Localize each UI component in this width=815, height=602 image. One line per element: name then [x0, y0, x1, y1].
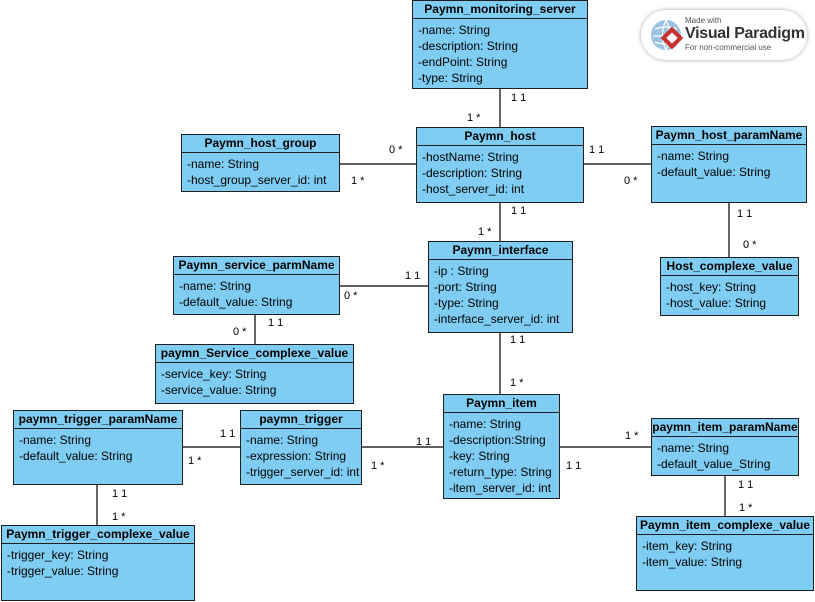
multiplicity-label: 1 * [351, 175, 365, 187]
multiplicity-label: 1 1 [511, 205, 527, 217]
class-trigger-paramname[interactable]: paymn_trigger_paramName -name: String -d… [13, 410, 183, 485]
attribute: -trigger_server_id: int [246, 465, 360, 479]
class-name: Paymn_host_group [182, 135, 339, 153]
attribute: -default_value: String [19, 449, 133, 463]
attribute: -service_value: String [161, 383, 277, 397]
multiplicity-label: 1 1 [737, 208, 753, 220]
attribute: -name: String [246, 433, 319, 447]
attribute: -host_value: String [666, 296, 767, 310]
multiplicity-label: 1 1 [589, 144, 605, 156]
class-host-group[interactable]: Paymn_host_group -name: String -host_gro… [181, 134, 340, 192]
multiplicity-label: 1 1 [510, 334, 526, 346]
multiplicity-label: 1 * [467, 112, 481, 124]
attribute: -trigger_value: String [7, 564, 119, 578]
class-trigger[interactable]: paymn_trigger -name: String -expression:… [240, 410, 362, 485]
attribute: -host_server_id: int [422, 182, 525, 196]
multiplicity-label: 1 * [478, 226, 492, 238]
multiplicity-label: 1 1 [220, 428, 236, 440]
multiplicity-label: 1 1 [112, 488, 128, 500]
class-monitoring-server[interactable]: Paymn_monitoring_server -name: String -d… [412, 0, 588, 89]
attribute: -return_type: String [449, 465, 552, 479]
multiplicity-label: 1 1 [511, 92, 527, 104]
attribute: -name: String [179, 279, 252, 293]
attribute: -name: String [19, 433, 92, 447]
class-name: Paymn_interface [429, 242, 572, 260]
multiplicity-label: 1 1 [566, 460, 582, 472]
visual-paradigm-watermark: Made with Visual Paradigm For non-commer… [641, 10, 807, 60]
class-name: paymn_Service_complexe_value [156, 345, 353, 363]
attribute: -default_value: String [179, 295, 293, 309]
visual-paradigm-logo-icon [651, 19, 684, 51]
multiplicity-label: 0 * [233, 326, 247, 338]
multiplicity-label: 1 * [188, 455, 202, 467]
class-interface[interactable]: Paymn_interface -ip : String -port: Stri… [428, 241, 573, 333]
attribute: -name: String [187, 157, 260, 171]
attribute: -item_key: String [642, 539, 733, 553]
class-service-complexe-value[interactable]: paymn_Service_complexe_value -service_ke… [155, 344, 354, 404]
multiplicity-label: 0 * [624, 175, 638, 187]
attribute: -name: String [657, 149, 730, 163]
multiplicity-label: 1 * [739, 502, 753, 514]
multiplicity-label: 1 1 [405, 270, 421, 282]
attribute: -name: String [449, 417, 522, 431]
multiplicity-label: 0 * [389, 144, 403, 156]
attribute: -hostName: String [422, 150, 519, 164]
multiplicity-label: 1 1 [268, 317, 284, 329]
multiplicity-label: 1 * [510, 377, 524, 389]
class-name: Paymn_host [417, 128, 583, 146]
class-name: Paymn_host_paramName [652, 127, 806, 145]
attribute: -description: String [422, 166, 523, 180]
attribute: -type: String [434, 296, 499, 310]
attribute: -default_value: String [657, 165, 771, 179]
attribute: -host_group_server_id: int [187, 173, 327, 187]
class-item[interactable]: Paymn_item -name: String -description:St… [443, 394, 560, 499]
class-name: Paymn_item [444, 395, 559, 413]
class-service-parmname[interactable]: Paymn_service_parmName -name: String -de… [173, 256, 340, 315]
class-host-paramname[interactable]: Paymn_host_paramName -name: String -defa… [651, 126, 807, 203]
attribute: -port: String [434, 280, 497, 294]
class-name: Host_complexe_value [661, 258, 798, 276]
attribute: -expression: String [246, 449, 347, 463]
attribute: -host_key: String [666, 280, 757, 294]
class-name: paymn_trigger_paramName [14, 411, 182, 429]
class-name: Paymn_item_complexe_value [637, 517, 813, 535]
class-name: Paymn_monitoring_server [413, 1, 587, 19]
class-name: paymn_trigger [241, 411, 361, 429]
class-name: Paymn_service_parmName [174, 257, 339, 275]
multiplicity-label: 1 1 [738, 479, 754, 491]
class-item-paramname[interactable]: paymn_item_paramName -name: String -defa… [651, 418, 799, 476]
class-trigger-complexe-value[interactable]: Paymn_trigger_complexe_value -trigger_ke… [1, 525, 195, 601]
class-name: Paymn_trigger_complexe_value [2, 526, 194, 544]
multiplicity-label: 1 1 [416, 436, 432, 448]
attribute: -name: String [657, 441, 730, 455]
attribute: -item_value: String [642, 555, 743, 569]
multiplicity-label: 0 * [344, 290, 358, 302]
multiplicity-label: 0 * [743, 239, 757, 251]
attribute: -ip : String [434, 264, 489, 278]
watermark-brand: Visual Paradigm [685, 25, 805, 42]
watermark-made-with: Made with [685, 16, 722, 25]
attribute: -type: String [418, 71, 483, 85]
attribute: -name: String [418, 23, 491, 37]
watermark-note: For non-commercial use [685, 43, 772, 52]
attribute: -endPoint: String [418, 55, 508, 69]
attribute: -description:String [449, 433, 546, 447]
attribute: -trigger_key: String [7, 548, 109, 562]
class-item-complexe-value[interactable]: Paymn_item_complexe_value -item_key: Str… [636, 516, 814, 591]
attribute: -service_key: String [161, 367, 267, 381]
class-name: paymn_item_paramName [652, 419, 798, 437]
multiplicity-label: 1 * [371, 460, 385, 472]
attribute: -key: String [449, 449, 510, 463]
attribute: -default_value_String [657, 457, 771, 471]
attribute: -item_server_id: int [449, 481, 552, 495]
attribute: -description: String [418, 39, 519, 53]
attribute: -interface_server_id: int [434, 312, 560, 326]
class-host[interactable]: Paymn_host -hostName: String -descriptio… [416, 127, 584, 203]
multiplicity-label: 1 * [112, 511, 126, 523]
class-host-complexe-value[interactable]: Host_complexe_value -host_key: String -h… [660, 257, 799, 316]
multiplicity-label: 1 * [625, 430, 639, 442]
